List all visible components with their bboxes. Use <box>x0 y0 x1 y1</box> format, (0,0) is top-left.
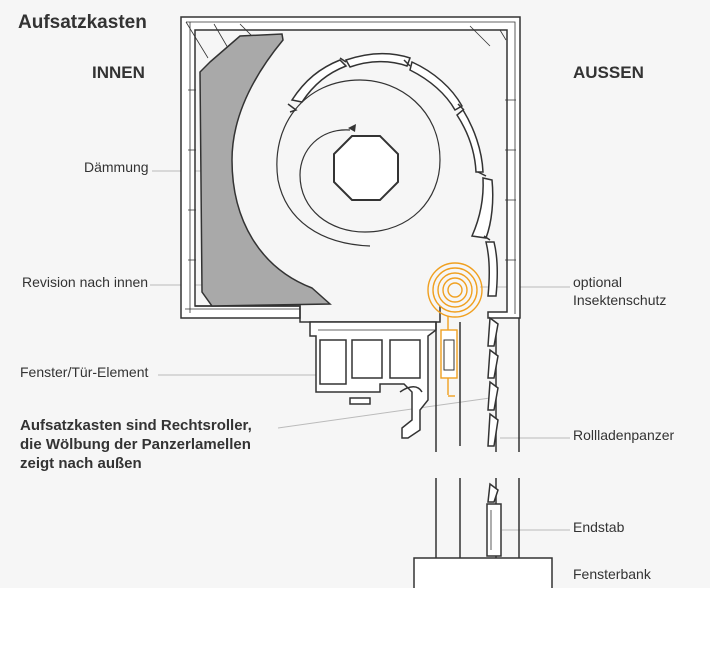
rechtsroller-note: Aufsatzkasten sind Rechtsroller, die Wöl… <box>20 416 290 473</box>
diagram-title: Aufsatzkasten <box>18 12 147 33</box>
label-daemmung: Dämmung <box>84 159 149 175</box>
leader-lines <box>150 170 570 578</box>
label-fensterbank: Fensterbank <box>573 566 651 582</box>
octagon-shaft <box>333 135 399 201</box>
insect-screen-coil <box>427 262 483 397</box>
slat-hooks <box>287 57 491 241</box>
end-bar <box>486 503 502 557</box>
label-revision: Revision nach innen <box>22 274 149 290</box>
box-frame <box>180 16 521 323</box>
insect-screen-guide <box>440 329 458 379</box>
label-innen: INNEN <box>92 63 145 82</box>
rotation-arrow <box>348 124 356 132</box>
label-fenster-element: Fenster/Tür-Element <box>20 364 149 380</box>
rolled-curtain-spiral <box>276 79 441 247</box>
window-frame-profile <box>309 321 437 439</box>
leader-note <box>277 397 491 429</box>
note-line-2: die Wölbung der Panzerlamellen <box>20 436 251 453</box>
insekten-line-2: Insektenschutz <box>573 292 667 308</box>
diagram-canvas: Aufsatzkasten INNEN AUSSEN Dämmung Revis… <box>18 12 675 588</box>
label-aussen: AUSSEN <box>573 63 644 82</box>
label-insektenschutz: optional Insektenschutz <box>573 273 666 309</box>
curtain-slats-descending <box>487 316 499 503</box>
insekten-line-1: optional <box>573 274 623 290</box>
label-endstab: Endstab <box>573 519 625 535</box>
window-sill <box>413 557 553 588</box>
note-line-1: Aufsatzkasten sind Rechtsroller, <box>20 417 252 434</box>
roller-box-cross-section <box>150 16 570 588</box>
coil-slats <box>290 52 499 297</box>
insulation-block <box>199 33 332 307</box>
label-rollladenpanzer: Rollladenpanzer <box>573 427 675 443</box>
note-line-3: zeigt nach außen <box>20 455 142 472</box>
